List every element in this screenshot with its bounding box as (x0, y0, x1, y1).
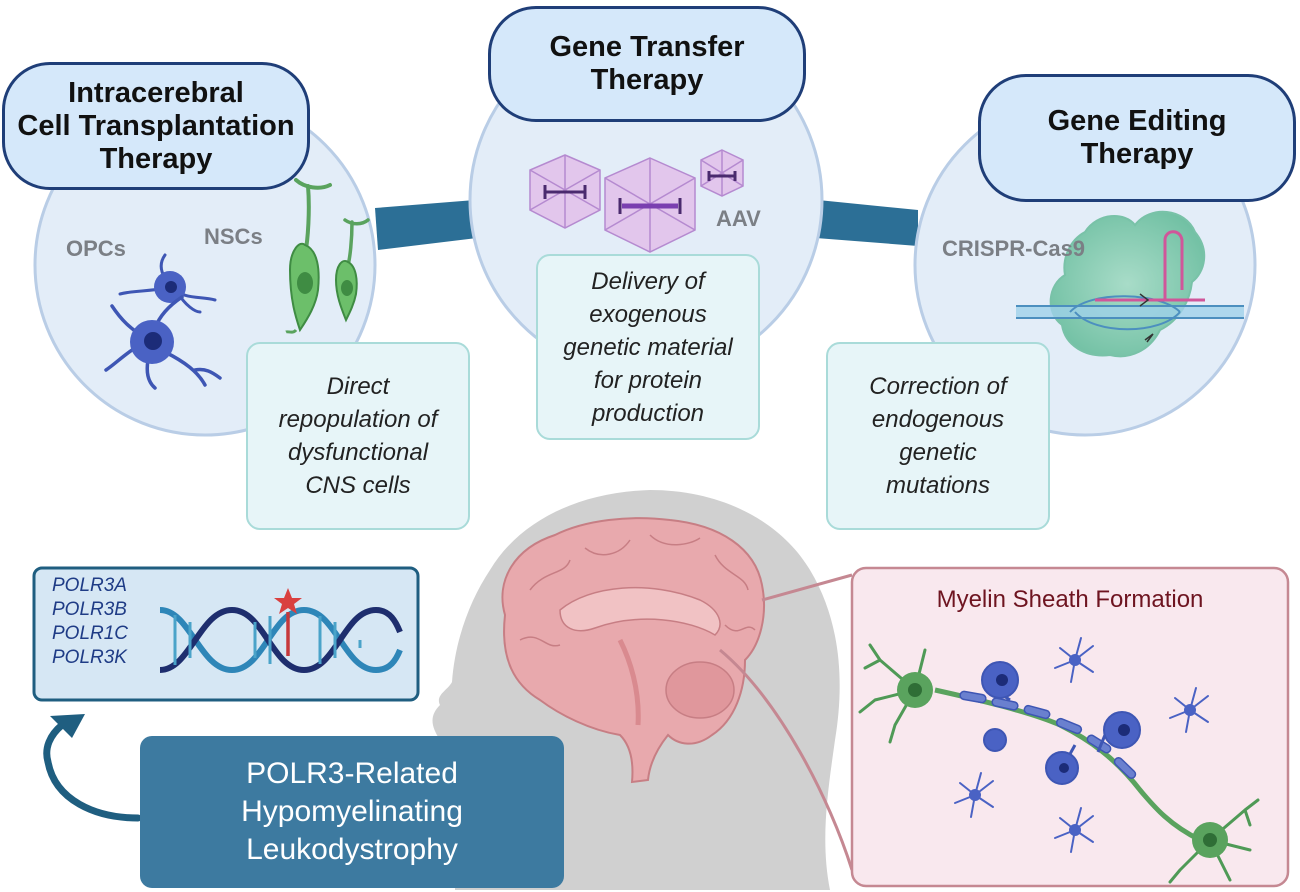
description-line: genetic material (563, 333, 733, 361)
astrocyte-bodies (969, 654, 1196, 836)
gene-name: POLR3A (52, 575, 127, 596)
opc-nucleus-small (165, 281, 177, 293)
description-line: endogenous (871, 406, 1005, 433)
astrocytes (954, 637, 1209, 853)
disease-line: Leukodystrophy (246, 833, 458, 866)
cell-therapy-title-line: Therapy (99, 142, 213, 175)
gene-editing-title-line: Therapy (1080, 138, 1194, 170)
green-neurons (858, 643, 1260, 884)
cell-therapy-title-line: Cell Transplantation (17, 109, 295, 142)
connector-right (816, 200, 918, 246)
brain-folds (519, 534, 756, 726)
aav-label: AAV (716, 206, 761, 231)
myelin-connector-bottom (719, 648, 854, 871)
disease-line: POLR3-Related (246, 757, 458, 790)
cas9-complex (1016, 210, 1244, 358)
gene-editing-title-line: Gene Editing (1047, 105, 1227, 137)
nsc-cells (285, 178, 370, 334)
gene-transfer-title: Gene Transfer Therapy (488, 6, 806, 122)
myelin-connector-top (761, 573, 853, 602)
disease-box: POLR3-Related Hypomyelinating Leukodystr… (140, 736, 564, 888)
description-line: Direct (326, 373, 390, 400)
description-line: Correction of (869, 373, 1007, 400)
curved-arrow-head (50, 714, 85, 738)
gene-name: POLR3B (52, 599, 127, 620)
myelinated-axon (934, 687, 1202, 843)
description-line: exogenous (589, 300, 707, 328)
cell-therapy-title: Intracerebral Cell Transplantation Thera… (2, 62, 310, 190)
gene-transfer-title-line: Therapy (590, 64, 704, 96)
gene-panel (32, 566, 420, 702)
oligodendrocyte-nuclei (996, 674, 1130, 773)
description-line: for protein (593, 366, 703, 394)
description-line: production (591, 399, 705, 427)
disease-line: Hypomyelinating (241, 795, 463, 828)
crispr-cas9-label: CRISPR-Cas9 (942, 236, 1086, 261)
description-line: repopulation of (278, 406, 438, 433)
dna-helix (159, 588, 403, 674)
gene-editing-title: Gene Editing Therapy (978, 74, 1296, 202)
description-line: dysfunctional (287, 439, 429, 466)
gene-editing-description: Correction of endogenous genetic mutatio… (826, 342, 1050, 530)
gene-name: POLR3K (52, 647, 127, 668)
description-line: mutations (885, 472, 991, 499)
description-line: Delivery of (591, 267, 705, 295)
connector-left (375, 200, 477, 250)
cell-therapy-description: Direct repopulation of dysfunctional CNS… (246, 342, 470, 530)
opc-nucleus-large (144, 332, 162, 350)
nscs-label: NSCs (204, 224, 263, 249)
green-neuron-nucleus-right (1203, 833, 1217, 847)
opcs-label: OPCs (66, 236, 126, 261)
aav-gene-cassettes (543, 171, 737, 214)
oligodendrocytes (981, 661, 1141, 785)
myelin-title: Myelin Sheath Formation (936, 586, 1204, 613)
gene-name: POLR1C (52, 623, 129, 644)
green-neuron-nucleus-left (908, 683, 922, 697)
description-line: CNS cells (305, 472, 411, 499)
description-line: genetic (899, 439, 977, 466)
gene-transfer-description: Delivery of exogenous genetic material f… (536, 254, 760, 440)
curved-arrow (43, 721, 142, 822)
cell-therapy-title-line: Intracerebral (68, 76, 244, 109)
gene-transfer-title-line: Gene Transfer (549, 31, 745, 63)
